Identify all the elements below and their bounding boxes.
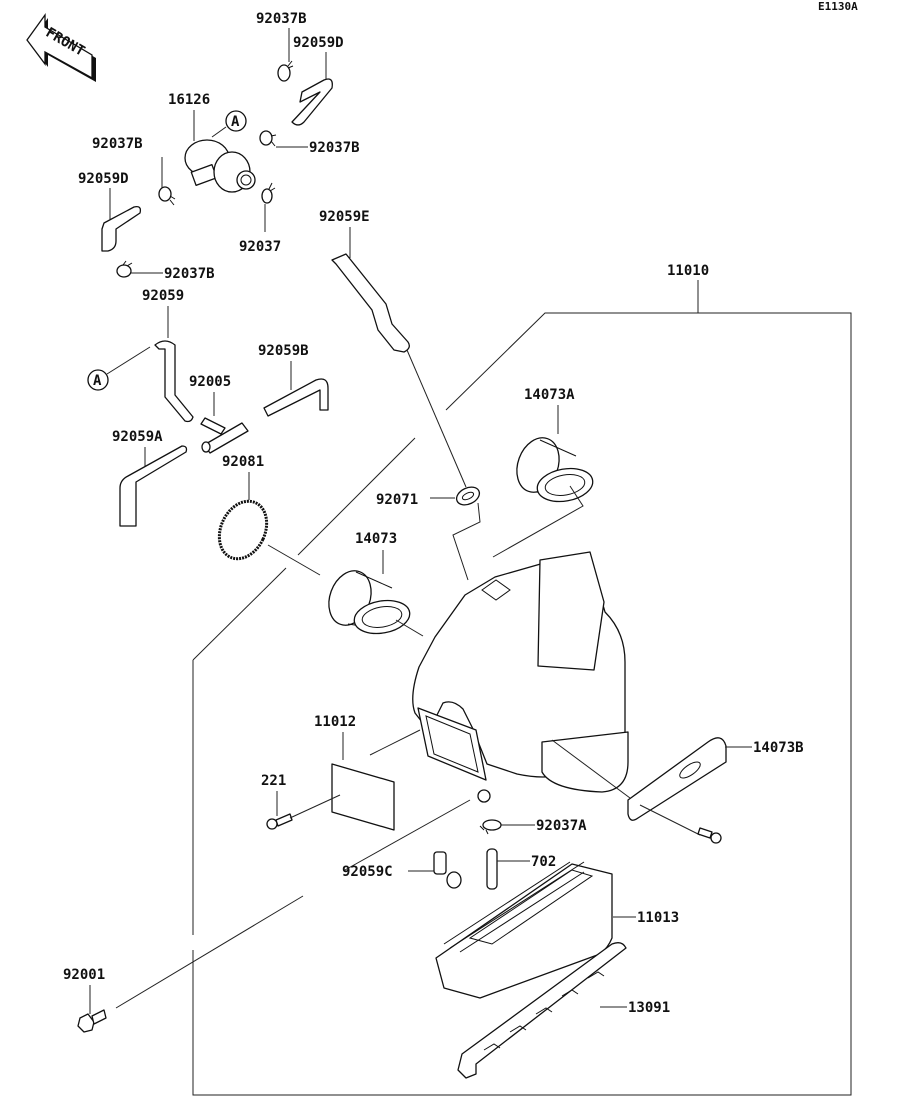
label-702[interactable]: 702 [531, 854, 556, 870]
label-92059D-top[interactable]: 92059D [293, 35, 344, 51]
label-221[interactable]: 221 [261, 773, 286, 789]
label-11010[interactable]: 11010 [667, 263, 709, 279]
ref-marker-a-left: A [87, 369, 109, 391]
airbox-housing [412, 551, 629, 803]
plate-14073B [627, 737, 727, 821]
grommet-92071 [455, 486, 481, 506]
svg-text:A: A [93, 373, 102, 389]
label-11012[interactable]: 11012 [314, 714, 356, 730]
oring-92081 [217, 499, 269, 561]
tube-702 [486, 848, 498, 890]
boot-14073 [328, 570, 411, 635]
label-92059[interactable]: 92059 [142, 288, 184, 304]
label-92037B-right[interactable]: 92037B [309, 140, 360, 156]
label-92059B[interactable]: 92059B [258, 343, 309, 359]
elbow-92059C [433, 851, 462, 889]
svg-text:A: A [231, 114, 240, 130]
label-92005[interactable]: 92005 [189, 374, 231, 390]
valve-16126 [184, 139, 256, 193]
label-14073[interactable]: 14073 [355, 531, 397, 547]
label-92071[interactable]: 92071 [376, 492, 418, 508]
label-11013[interactable]: 11013 [637, 910, 679, 926]
clamp-icon [277, 60, 294, 82]
label-92059A[interactable]: 92059A [112, 429, 163, 445]
hose-92059A [119, 445, 188, 527]
diagram-code: E1130A [818, 0, 858, 13]
seal-13091 [457, 942, 627, 1079]
clamp-icon [261, 182, 276, 204]
label-16126[interactable]: 16126 [168, 92, 210, 108]
assembly-bracket-11010 [192, 280, 852, 1096]
hose-92059E [331, 253, 410, 353]
label-92001[interactable]: 92001 [63, 967, 105, 983]
screw-14073B [697, 827, 722, 844]
label-14073A[interactable]: 14073A [524, 387, 575, 403]
front-arrow-icon: FRONT [26, 12, 96, 82]
label-92059C[interactable]: 92059C [342, 864, 393, 880]
hose-92059 [154, 340, 194, 423]
label-92059E[interactable]: 92059E [319, 209, 370, 225]
ref-marker-a-top: A [225, 110, 247, 132]
boot-14073A [516, 437, 594, 503]
hose-92059B [263, 378, 329, 417]
label-92037B-bottom[interactable]: 92037B [164, 266, 215, 282]
bolt-92001 [77, 1009, 107, 1033]
label-92059D-left[interactable]: 92059D [78, 171, 129, 187]
cover-11012 [331, 763, 395, 831]
label-92037[interactable]: 92037 [239, 239, 281, 255]
clamp-icon [116, 260, 133, 278]
label-92037B-left[interactable]: 92037B [92, 136, 143, 152]
label-14073B[interactable]: 14073B [753, 740, 804, 756]
clamp-icon [259, 130, 277, 147]
screw-221 [266, 813, 293, 830]
hose-92059D-top [291, 78, 333, 126]
t-joint-92005 [200, 417, 249, 454]
clamp-icon [158, 186, 176, 206]
label-92037B-top[interactable]: 92037B [256, 11, 307, 27]
label-92037A[interactable]: 92037A [536, 818, 587, 834]
label-92081[interactable]: 92081 [222, 454, 264, 470]
label-13091[interactable]: 13091 [628, 1000, 670, 1016]
hose-92059D-left [101, 205, 142, 252]
clamp-icon [479, 819, 502, 835]
